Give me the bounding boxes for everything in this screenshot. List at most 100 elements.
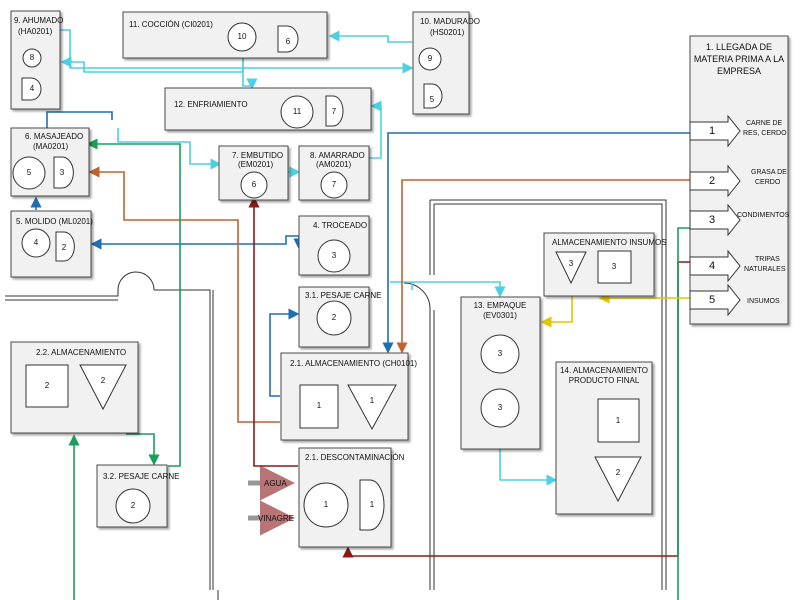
input-tripas: 4 TRIPAS NATURALES xyxy=(689,249,786,283)
station-descontaminacion-d-num: 1 xyxy=(370,500,375,509)
station-masajeado-circle-num: 5 xyxy=(27,168,32,177)
station-embutido-circle-num: 6 xyxy=(252,180,257,189)
station-amarrado-title-2: (AM0201) xyxy=(316,160,351,169)
agua-label: AGUA xyxy=(264,479,287,488)
delay-shape xyxy=(55,231,75,262)
station-almacenamiento-21-title: 2.1. ALMACENAMIENTO (CH0101) xyxy=(290,359,417,368)
station-almacenamiento-21-triangle-num: 1 xyxy=(370,396,375,405)
station-masajeado-title-2: (MA0201) xyxy=(33,142,68,151)
input-grasa-label-2: CERDO xyxy=(755,179,781,186)
building-walls xyxy=(5,199,667,600)
station-pesaje-carne-1-title: 3.1. PESAJE CARNE xyxy=(305,291,381,300)
station-almacenamiento-22-square-num: 2 xyxy=(45,381,50,390)
station-descontaminacion-circle-num: 1 xyxy=(324,500,329,509)
station-enfriamiento: 12. ENFRIAMIENTO 11 7 xyxy=(164,87,372,131)
input-condimentos-label: CONDIMENTOS xyxy=(737,212,790,219)
station-almacenamiento-pf: 14. ALMACENAMIENTO PRODUCTO FINAL 1 2 xyxy=(555,361,653,515)
operation-circle xyxy=(12,156,46,190)
station-masajeado-title-1: 6. MASAJEADO xyxy=(25,132,83,141)
input-carne: 1 CARNE DE RES, CERDO xyxy=(689,114,787,148)
flow-connectors xyxy=(30,29,690,600)
station-llegada-materia-prima: 1. LLEGADA DE MATERIA PRIMA A LA EMPRESA… xyxy=(689,35,790,325)
station-empaque-circle-2-num: 3 xyxy=(498,403,503,412)
input-carne-label-2: RES, CERDO xyxy=(743,130,787,137)
station-empaque-title-1: 13. EMPAQUE xyxy=(474,301,527,310)
llegada-title-1: 1. LLEGADA DE xyxy=(706,42,772,52)
station-almacenamiento-pf-triangle-num: 2 xyxy=(616,468,621,477)
station-pesaje-carne-2-title: 3.2. PESAJE CARNE xyxy=(103,472,179,481)
input-insumos: 5 INSUMOS xyxy=(689,283,780,317)
station-embutido-title-1: 7. EMBUTIDO xyxy=(232,151,283,160)
station-almacenamiento-pf-title-1: 14. ALMACENAMIENTO xyxy=(560,366,648,375)
station-coccion-d-num: 6 xyxy=(286,37,291,46)
station-almacenamiento-pf-title-2: PRODUCTO FINAL xyxy=(569,376,640,385)
station-amarrado-title-1: 8. AMARRADO xyxy=(310,151,365,160)
delay-shape xyxy=(53,156,74,189)
vinagre-label: VINAGRE xyxy=(258,514,294,523)
delay-shape xyxy=(21,77,42,101)
input-insumos-num: 5 xyxy=(709,294,715,306)
station-coccion-title: 11. COCCIÓN (CI0201) xyxy=(129,20,213,29)
station-empaque-circle-1-num: 3 xyxy=(498,349,503,358)
station-pesaje-carne-1-circle-num: 2 xyxy=(332,313,337,322)
station-pesaje-carne-2-circle-num: 2 xyxy=(131,501,136,510)
input-condimentos-num: 3 xyxy=(709,214,715,226)
storage-square xyxy=(299,384,339,429)
input-tripas-num: 4 xyxy=(709,260,715,272)
operation-circle xyxy=(317,239,351,273)
operation-circle xyxy=(21,228,51,258)
station-amarrado: 8. AMARRADO (AM0201) 7 xyxy=(298,145,370,201)
storage-square xyxy=(597,398,640,443)
input-condimentos: 3 CONDIMENTOS xyxy=(689,203,790,237)
input-arrow xyxy=(689,114,741,148)
operation-circle xyxy=(480,334,520,374)
station-almacenamiento-insumos-triangle-num: 3 xyxy=(569,259,574,268)
station-molido-title: 5. MOLIDO (ML0201) xyxy=(16,217,93,226)
station-almacenamiento-insumos: ALMACENAMIENTO INSUMOS 3 3 xyxy=(543,232,667,297)
station-enfriamiento-circle-num: 11 xyxy=(293,107,302,116)
llegada-title-2: MATERIA PRIMA A LA xyxy=(694,54,784,64)
delay-shape xyxy=(423,83,443,109)
station-ahumado: 9. AHUMADO (HA0201) 8 4 xyxy=(10,10,63,110)
station-embutido: 7. EMBUTIDO (EM0201) 6 xyxy=(218,145,289,201)
operation-circle xyxy=(303,482,349,528)
station-troceado-title: 4. TROCEADO xyxy=(313,221,367,230)
station-ahumado-d-num: 4 xyxy=(30,84,35,93)
operation-circle xyxy=(418,47,442,71)
input-arrow xyxy=(689,249,741,283)
station-empaque: 13. EMPAQUE (EV0301) 3 3 xyxy=(460,296,541,450)
operation-circle xyxy=(227,22,257,52)
operation-circle xyxy=(22,48,42,68)
operation-circle xyxy=(316,300,352,336)
operation-circle xyxy=(115,488,151,524)
station-almacenamiento-22-title: 2.2. ALMACENAMIENTO xyxy=(36,348,126,357)
delay-shape xyxy=(325,95,344,127)
operation-circle xyxy=(280,95,314,129)
llegada-title-3: EMPRESA xyxy=(717,66,761,76)
station-embutido-title-2: (EM0201) xyxy=(238,160,273,169)
station-madurado: 10. MADURADO (HS0201) 9 5 xyxy=(412,11,480,115)
station-ahumado-circle-num: 8 xyxy=(30,53,35,62)
station-masajeado: 6. MASAJEADO (MA0201) 5 3 xyxy=(10,127,90,197)
input-arrow xyxy=(689,164,741,198)
operation-circle xyxy=(320,171,348,199)
delay-shape xyxy=(277,25,299,53)
station-almacenamiento-insumos-title: ALMACENAMIENTO INSUMOS xyxy=(552,238,667,247)
input-grasa-label-1: GRASA DE xyxy=(751,169,787,176)
storage-triangle xyxy=(594,456,642,503)
input-insumos-label: INSUMOS xyxy=(747,298,780,305)
station-descontaminacion-title: 2.1. DESCONTAMINACIÓN xyxy=(305,453,405,462)
storage-triangle xyxy=(79,364,127,411)
station-empaque-title-2: (EV0301) xyxy=(483,311,517,320)
station-enfriamiento-title: 12. ENFRIAMIENTO xyxy=(174,100,248,109)
station-pesaje-carne-2: 3.2. PESAJE CARNE 2 xyxy=(96,464,179,528)
input-tripas-label-2: NATURALES xyxy=(744,266,786,273)
station-masajeado-d-num: 3 xyxy=(60,168,65,177)
side-inputs: AGUA VINAGRE xyxy=(258,479,294,523)
station-madurado-title-2: (HS0201) xyxy=(430,28,465,37)
station-descontaminacion: 2.1. DESCONTAMINACIÓN 1 1 xyxy=(298,447,405,548)
input-tripas-label-1: TRIPAS xyxy=(755,256,780,263)
station-almacenamiento-21-square-num: 1 xyxy=(317,401,322,410)
station-ahumado-title-2: (HA0201) xyxy=(18,27,53,36)
station-enfriamiento-d-num: 7 xyxy=(332,107,337,116)
